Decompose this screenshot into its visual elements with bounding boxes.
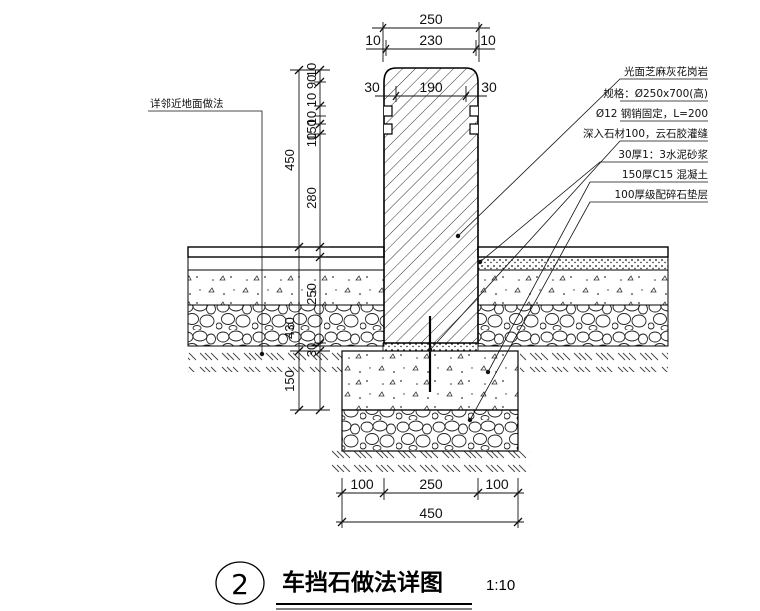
leader-dots (259, 233, 491, 423)
dim-left-inner-280: 280 (304, 187, 319, 209)
dim-chamfer-middle: 190 (419, 79, 443, 95)
groove-lower (384, 123, 478, 135)
dim-top-side-right: 10 (480, 32, 496, 48)
mortar-layer-right (477, 256, 669, 271)
callout-size: 规格：Ø250x700(高) (603, 87, 708, 100)
foundation-gravel (341, 409, 519, 452)
groove-upper (384, 105, 478, 117)
callout-dowel: Ø12 钢销固定，L=200 (596, 107, 708, 120)
mortar-layer-left (187, 256, 385, 271)
dim-top-overall: 250 (419, 11, 443, 27)
note-adjacent-ground: 详邻近地面做法 (150, 97, 224, 110)
dim-left-inner-30: 30 (304, 343, 319, 357)
dim-left-outer-lower: 150 (282, 370, 297, 392)
drawing-title: 车挡石做法详图 (282, 569, 443, 596)
soil-left (188, 346, 342, 372)
paving-layer-right (477, 246, 669, 258)
callout-mortar: 30厚1：3水泥砂浆 (618, 148, 708, 161)
concrete-layer-right (477, 269, 669, 306)
dim-left-inner-10b: 10 (304, 133, 319, 147)
concrete-layer-left (187, 269, 385, 306)
dimension-lines (290, 22, 524, 528)
drawing-scale: 1:10 (486, 577, 515, 594)
dimension-ticks (294, 23, 523, 527)
bollard-stone (383, 67, 479, 392)
dim-left-inner-150: 150 (304, 119, 319, 141)
gravel-base-left (187, 304, 385, 347)
callout-gravel: 100厚级配碎石垫层 (614, 188, 708, 201)
dim-chamfer-right: 30 (481, 79, 497, 95)
dim-left-outer-total: 450 (282, 149, 297, 171)
callout-embed: 深入石材100，云石胶灌缝 (583, 127, 709, 140)
dim-left-inner-group: 10 10 90 (304, 75, 319, 126)
detail-number-circle (215, 561, 265, 605)
paving-layer-left (187, 246, 385, 258)
ground-layers (187, 246, 669, 372)
dim-left-inner-430: 430 (282, 317, 297, 339)
dim-bottom-middle: 250 (419, 476, 443, 492)
soil-right (520, 346, 668, 372)
foundation-soil (332, 448, 530, 472)
detail-number: 2 (231, 568, 249, 601)
dim-bottom-left: 100 (350, 476, 374, 492)
dim-bottom-right: 100 (485, 476, 509, 492)
callout-concrete: 150厚C15 混凝土 (622, 168, 708, 181)
gravel-base-right (477, 304, 669, 347)
granite-bollard (383, 67, 479, 344)
leader-lines (148, 78, 708, 421)
dim-top-side-left: 10 (365, 32, 381, 48)
title-block: 2 车挡石做法详图 1:10 (215, 561, 515, 610)
callout-granite: 光面芝麻灰花岗岩 (624, 65, 708, 78)
dim-chamfer-left: 30 (364, 79, 380, 95)
dim-left-inner-top: 10 (304, 63, 319, 77)
dim-left-inner-250: 250 (304, 283, 319, 305)
dim-top-middle: 230 (419, 32, 443, 48)
dim-bottom-overall: 450 (419, 505, 443, 521)
